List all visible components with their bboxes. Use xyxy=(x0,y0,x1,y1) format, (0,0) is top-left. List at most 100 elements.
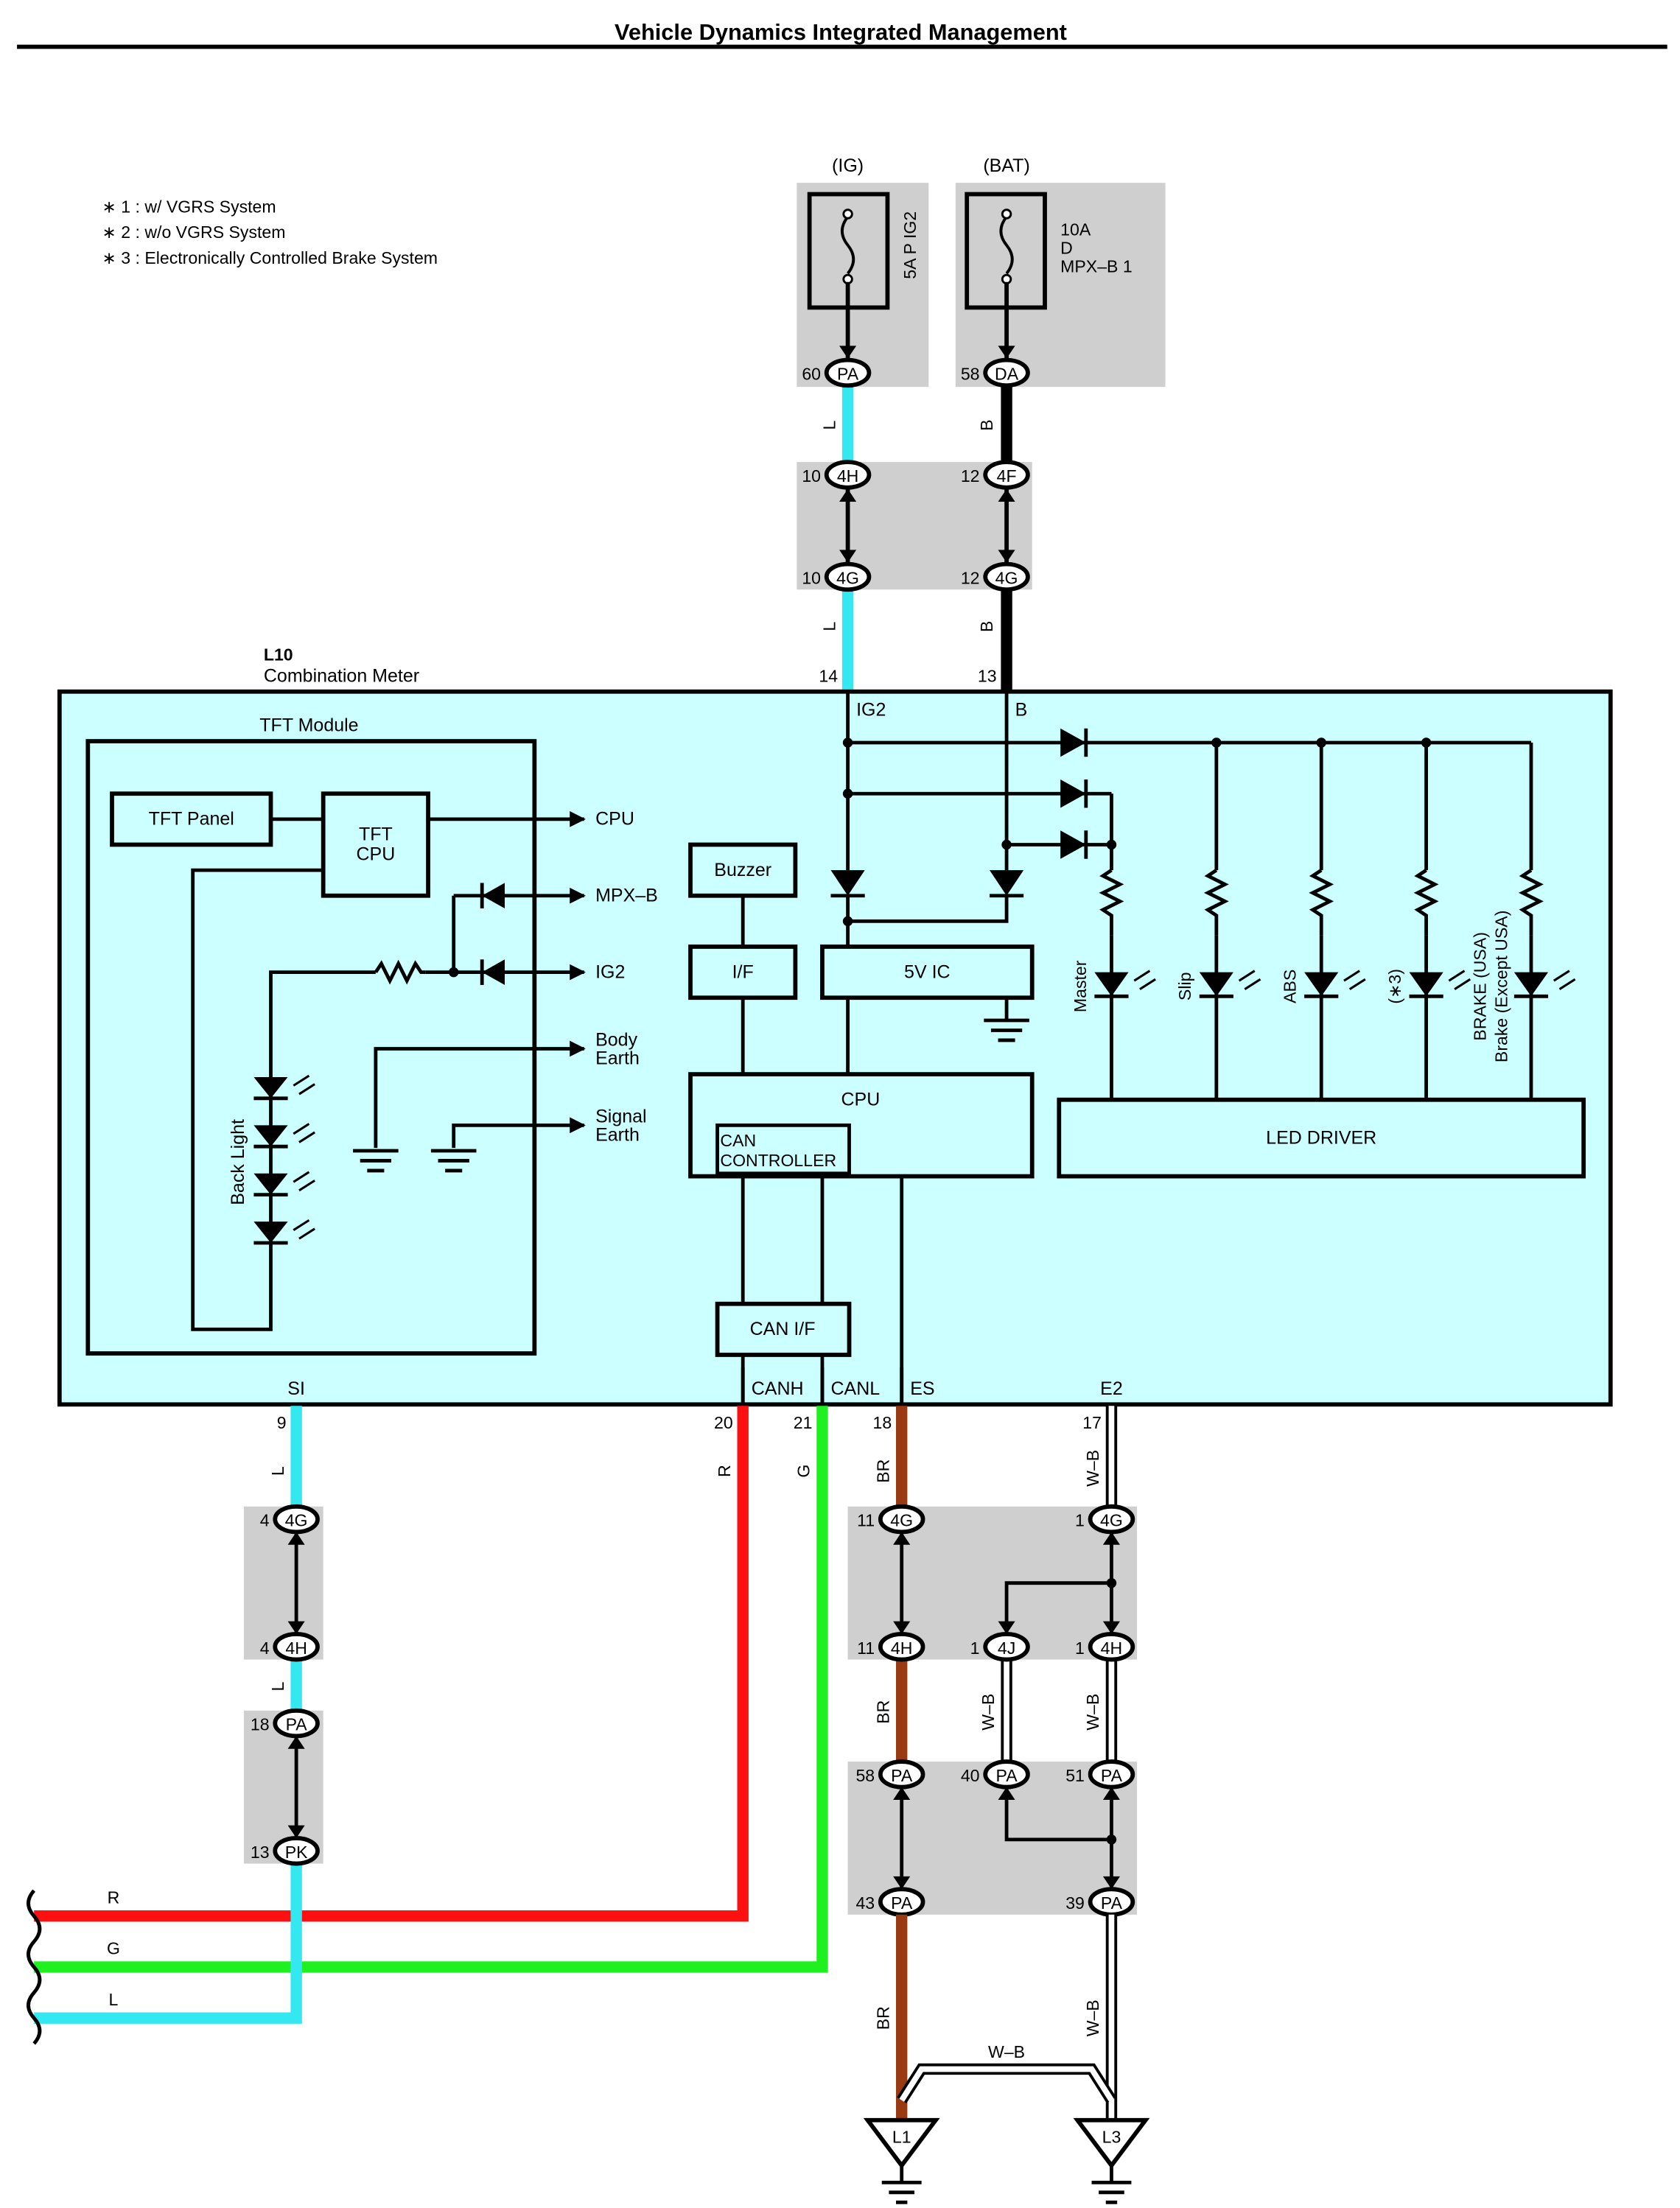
meter-term-si: SI xyxy=(287,1378,305,1399)
connector-pin: 43 xyxy=(855,1893,875,1913)
junction-4g-4h-left xyxy=(243,1506,323,1660)
fuse-bat-name: MPX–B 1 xyxy=(1060,256,1133,276)
ground-l3: L3 xyxy=(1073,2117,1150,2204)
connector-4g-10: 4G 10 xyxy=(802,561,872,592)
indicator-slip: Slip xyxy=(1175,972,1194,1000)
connector-4h-11: 4H 11 xyxy=(857,1632,925,1662)
cpu-label: CPU xyxy=(841,1089,880,1110)
buzzer-label: Buzzer xyxy=(714,860,771,880)
meter-pin-14: 14 xyxy=(819,666,838,685)
wire-color-wb-mid: W–B xyxy=(1083,1694,1102,1731)
connector-pin: 18 xyxy=(251,1715,270,1734)
indicator-brake-2: Brake (Except USA) xyxy=(1491,911,1511,1062)
wire-color-wb-bot: W–B xyxy=(1083,2000,1102,2036)
bus-label-l: L xyxy=(109,1990,119,2009)
connector-code: 4G xyxy=(995,569,1018,588)
cpu-block xyxy=(688,1072,1035,1179)
wire-wb-link xyxy=(897,2063,1116,2103)
connector-code: 4F xyxy=(997,466,1017,486)
fuse-bat-letter: D xyxy=(1060,238,1073,257)
connector-code: 4H xyxy=(891,1639,913,1658)
wire-color-wb-e2: W–B xyxy=(1083,1450,1102,1487)
indicator-brake-1: BRAKE (USA) xyxy=(1470,932,1489,1040)
meter-code: L10 xyxy=(264,645,293,664)
meter-pin-13: 13 xyxy=(978,666,997,685)
body-earth-label-2: Earth xyxy=(595,1048,640,1069)
back-light-leds xyxy=(253,1074,315,1245)
connector-pin: 10 xyxy=(802,569,821,588)
meter-term-canh: CANH xyxy=(752,1378,804,1399)
tft-arrow-ig2: IG2 xyxy=(595,961,625,982)
connector-code: PA xyxy=(1101,1893,1123,1913)
connector-code: PA xyxy=(891,1766,913,1785)
connector-pin: 12 xyxy=(961,569,980,588)
connector-pa-60: PA 60 xyxy=(802,357,872,388)
tft-arrow-cpu: CPU xyxy=(595,809,634,830)
connector-4h-4: 4H 4 xyxy=(260,1632,320,1662)
5v-ic xyxy=(820,944,1035,1000)
notes: ∗ 1 : w/ VGRS System ∗ 2 : w/o VGRS Syst… xyxy=(102,197,438,267)
led-driver xyxy=(1057,1097,1586,1179)
meter-pin-21: 21 xyxy=(794,1413,813,1432)
tft-arrow-mpxb: MPX–B xyxy=(595,885,658,905)
connector-pa-43: PA 43 xyxy=(855,1887,925,1917)
connector-pin: 13 xyxy=(251,1843,270,1862)
combination-meter xyxy=(57,689,1613,1407)
bus-label-g: G xyxy=(107,1939,120,1958)
led-driver-label: LED DRIVER xyxy=(1266,1127,1376,1148)
meter-pin-20: 20 xyxy=(714,1413,733,1432)
page-title: Vehicle Dynamics Integrated Management xyxy=(615,19,1067,45)
connector-da-58: DA 58 xyxy=(961,357,1030,388)
connector-pin: 1 xyxy=(970,1639,980,1658)
can-if xyxy=(715,1301,852,1357)
bus-break-mark xyxy=(27,1889,42,2045)
can-controller-label-2: CONTROLLER xyxy=(720,1151,836,1170)
meter-term-canl: CANL xyxy=(830,1378,880,1399)
fuse-ig-label: 5A P IG2 xyxy=(900,211,920,279)
connector-pin: 10 xyxy=(802,466,821,486)
connector-4j-1: 4J 1 xyxy=(970,1632,1030,1662)
fuse-bat-box xyxy=(955,183,1166,388)
tft-cpu-label-1: TFT xyxy=(359,824,393,845)
fuse-ig-box xyxy=(797,183,929,388)
connector-pin: 1 xyxy=(1075,1511,1085,1530)
connector-pin: 12 xyxy=(961,466,980,486)
note-3: ∗ 3 : Electronically Controlled Brake Sy… xyxy=(102,248,438,267)
wire-color-br-es: BR xyxy=(873,1459,892,1483)
connector-pa-18: PA 18 xyxy=(251,1708,320,1739)
wire-color-l-top1: L xyxy=(819,421,839,430)
ground-l3-label: L3 xyxy=(1102,2128,1121,2147)
connector-pin: 11 xyxy=(857,1511,875,1530)
connector-pa-58: PA 58 xyxy=(855,1759,925,1790)
connector-4g-1: 4G 1 xyxy=(1075,1504,1135,1535)
connector-4g-11: 4G 11 xyxy=(857,1504,925,1535)
connector-pin: 11 xyxy=(857,1639,875,1658)
connector-pk-13: PK 13 xyxy=(251,1836,320,1866)
connector-pa-40: PA 40 xyxy=(961,1759,1030,1790)
connector-pin: 58 xyxy=(855,1766,875,1785)
wire-color-b-top1: B xyxy=(977,419,996,430)
meter-term-es: ES xyxy=(910,1378,934,1399)
connector-pin: 4 xyxy=(260,1639,270,1658)
tft-module-title: TFT Module xyxy=(259,715,358,736)
connector-code: PA xyxy=(1101,1766,1123,1785)
connector-code: 4G xyxy=(836,569,859,588)
fuse-bat-element xyxy=(999,216,1014,275)
fuse-bat-source: (BAT) xyxy=(983,155,1029,176)
junction-pa-pk-left xyxy=(243,1710,323,1864)
connector-4g-4: 4G 4 xyxy=(260,1504,320,1535)
connector-code: 4H xyxy=(1101,1639,1123,1658)
connector-code: DA xyxy=(995,365,1019,384)
meter-term-e2: E2 xyxy=(1100,1378,1123,1399)
body-earth-label-1: Body xyxy=(595,1030,637,1051)
tft-cpu-label-2: CPU xyxy=(356,844,395,865)
connector-code: 4H xyxy=(837,466,859,486)
if-label: I/F xyxy=(732,961,754,982)
meter-pin-18: 18 xyxy=(873,1413,892,1432)
connector-pin: 60 xyxy=(802,365,821,384)
wire-color-l-top2: L xyxy=(819,622,839,631)
bus-label-r: R xyxy=(108,1888,120,1907)
connector-pin: 58 xyxy=(961,365,980,384)
can-controller-label-1: CAN xyxy=(720,1131,756,1150)
wire-color-g-canl: G xyxy=(794,1465,813,1478)
